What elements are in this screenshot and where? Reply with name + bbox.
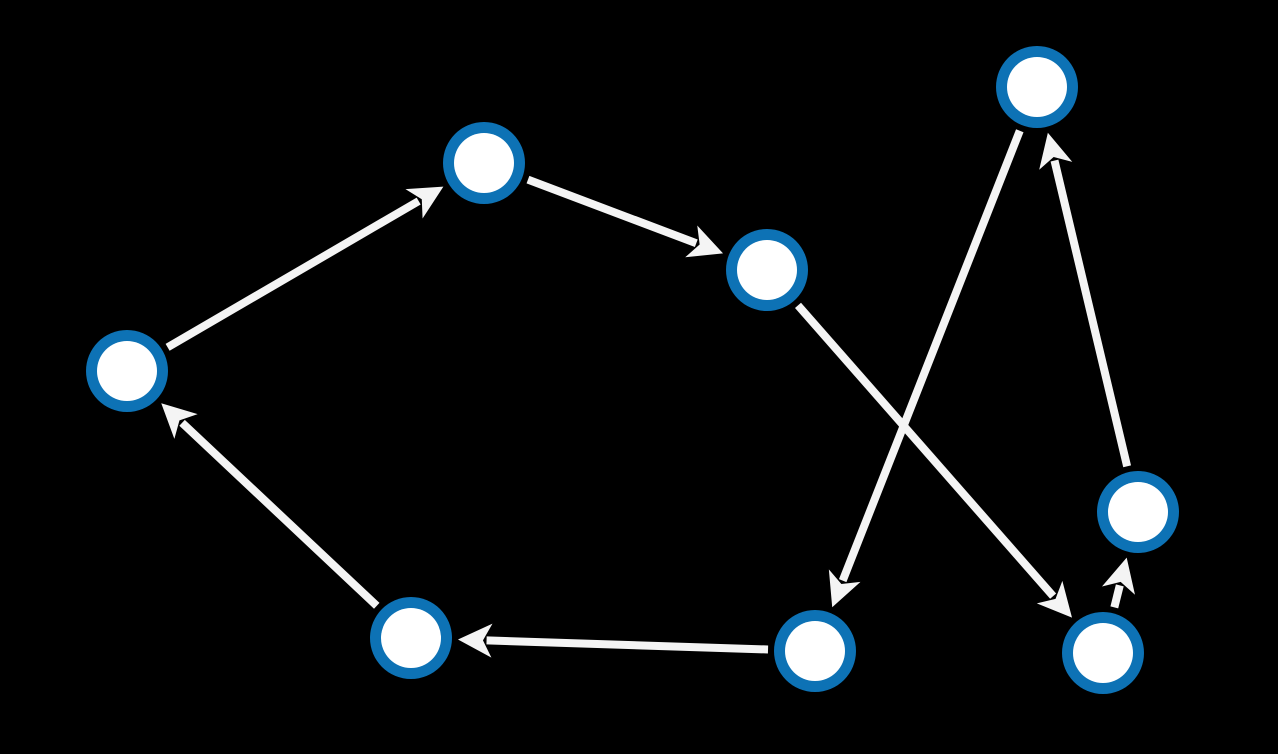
node-top-left-core (454, 133, 514, 193)
edge-bottom-right-to-right-middle-arrowhead (1101, 557, 1135, 595)
node-right-middle[interactable] (1097, 471, 1179, 553)
node-right-middle-core (1108, 482, 1168, 542)
edge-bottom-right-to-right-middle-shaft (1110, 584, 1124, 609)
node-bottom-left-core (381, 608, 441, 668)
edge-top-right-to-bottom-center-shaft (838, 129, 1024, 583)
node-center-top[interactable] (726, 229, 808, 311)
node-left[interactable] (86, 330, 168, 412)
node-left-core (97, 341, 157, 401)
edge-center-top-to-bottom-right-shaft (794, 302, 1057, 599)
edge-bottom-center-to-bottom-left-arrowhead (457, 623, 493, 658)
edge-top-right-to-bottom-center (828, 129, 1024, 608)
edge-bottom-right-to-right-middle (1101, 557, 1135, 609)
edge-top-left-to-center-top-shaft (526, 175, 698, 248)
edge-right-middle-to-top-right-arrowhead (1039, 132, 1073, 170)
edge-center-top-to-bottom-right-arrowhead (1036, 580, 1072, 618)
edge-left-to-top-left-arrowhead (405, 186, 444, 219)
node-center-top-core (737, 240, 797, 300)
edge-top-left-to-center-top-arrowhead (685, 225, 724, 258)
node-bottom-right-core (1073, 623, 1133, 683)
edge-top-right-to-bottom-center-arrowhead (828, 569, 861, 608)
node-top-right[interactable] (996, 46, 1078, 128)
edge-bottom-left-to-left (161, 403, 380, 609)
edge-right-middle-to-top-right-shaft (1050, 159, 1132, 468)
node-top-right-core (1007, 57, 1067, 117)
edge-bottom-center-to-bottom-left-shaft (486, 636, 769, 654)
edge-center-top-to-bottom-right (794, 302, 1072, 618)
node-bottom-center-core (785, 621, 845, 681)
edge-bottom-left-to-left-shaft (179, 419, 380, 609)
node-bottom-center[interactable] (774, 610, 856, 692)
node-top-left[interactable] (443, 122, 525, 204)
edge-left-to-top-left-shaft (165, 197, 421, 351)
edge-bottom-left-to-left-arrowhead (161, 403, 198, 439)
node-bottom-right[interactable] (1062, 612, 1144, 694)
edge-bottom-center-to-bottom-left (457, 623, 769, 658)
edge-right-middle-to-top-right (1039, 132, 1132, 468)
edge-layer (161, 129, 1135, 658)
node-bottom-left[interactable] (370, 597, 452, 679)
edge-top-left-to-center-top (526, 175, 724, 258)
edge-left-to-top-left (165, 186, 444, 351)
node-layer (86, 46, 1179, 694)
